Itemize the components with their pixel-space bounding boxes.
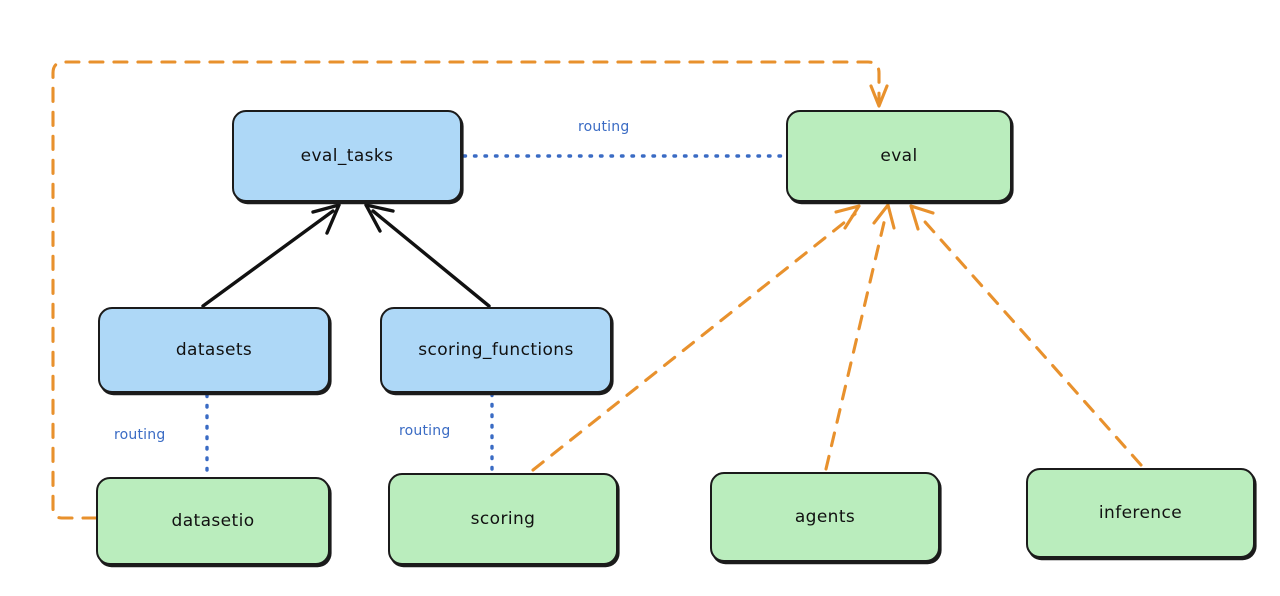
edge-scoring-to-eval [531,204,861,472]
node-eval-tasks[interactable]: eval_tasks [232,110,462,202]
node-scoring[interactable]: scoring [388,473,618,565]
node-label-eval-tasks: eval_tasks [300,146,394,166]
edge-label-routing-datasets-datasetio: routing [114,427,166,443]
node-datasets[interactable]: datasets [98,307,330,393]
node-agents[interactable]: agents [710,472,940,562]
node-label-scoring: scoring [470,509,536,529]
node-label-eval: eval [880,146,918,166]
edge-inference-to-eval [909,204,1143,467]
edge-datasets-to-eval-tasks [201,203,341,308]
node-datasetio[interactable]: datasetio [96,477,330,565]
node-label-agents: agents [794,507,856,527]
node-label-datasetio: datasetio [171,511,255,531]
node-label-inference: inference [1098,503,1183,523]
edge-label-routing-eval-tasks-eval: routing [578,119,630,135]
node-inference[interactable]: inference [1026,468,1255,558]
node-eval[interactable]: eval [786,110,1012,202]
node-label-scoring-functions: scoring_functions [418,340,574,360]
node-scoring-functions[interactable]: scoring_functions [380,307,612,393]
edge-label-routing-scoring-functions-scoring: routing [399,423,451,439]
edge-scoring-functions-to-eval-tasks [364,203,491,308]
edge-datasetio-to-eval [51,60,889,520]
edge-agents-to-eval [824,203,896,471]
node-label-datasets: datasets [175,340,253,360]
